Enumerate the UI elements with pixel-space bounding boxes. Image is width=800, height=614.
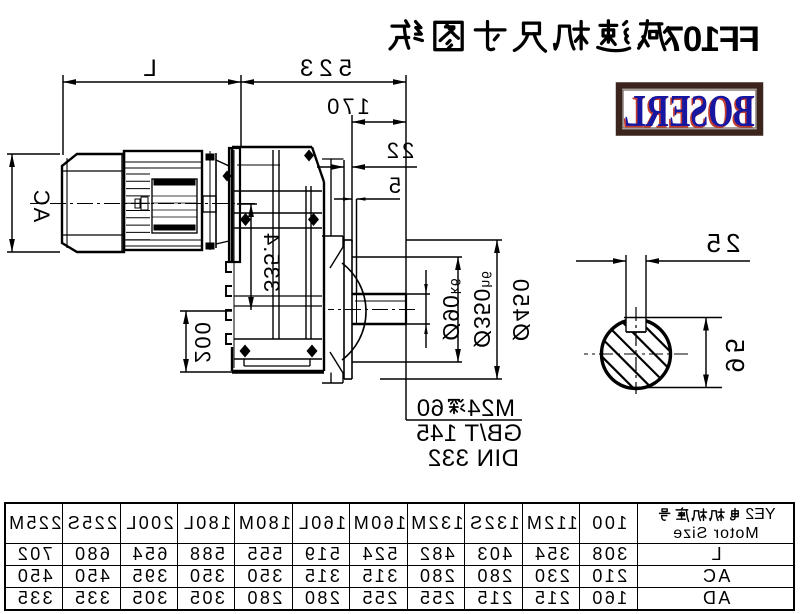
svg-text:L: L — [143, 55, 156, 82]
svg-text:5: 5 — [389, 173, 401, 198]
svg-text:DIN 332: DIN 332 — [427, 445, 519, 472]
svg-text:95: 95 — [720, 334, 750, 373]
svg-text:AC: AC — [29, 188, 54, 223]
svg-text:Ø450: Ø450 — [508, 277, 534, 341]
svg-text:200: 200 — [190, 320, 215, 363]
svg-text:M24: M24 — [467, 395, 515, 422]
svg-text:Ø350h6: Ø350h6 — [469, 270, 495, 348]
svg-text:60: 60 — [416, 395, 444, 422]
svg-text:Ø90k6: Ø90k6 — [438, 277, 464, 340]
svg-text:GB/T 145: GB/T 145 — [416, 420, 522, 447]
svg-text:523: 523 — [294, 55, 352, 82]
svg-text:BOSERL: BOSERL — [623, 87, 754, 138]
svg-text:335.4: 335.4 — [259, 232, 284, 292]
svg-text:BOSERL: BOSERL — [624, 85, 755, 136]
svg-text:25: 25 — [702, 228, 741, 258]
svg-text:170: 170 — [324, 94, 370, 119]
svg-text:FF107: FF107 — [666, 20, 760, 59]
svg-text:22: 22 — [384, 138, 414, 163]
